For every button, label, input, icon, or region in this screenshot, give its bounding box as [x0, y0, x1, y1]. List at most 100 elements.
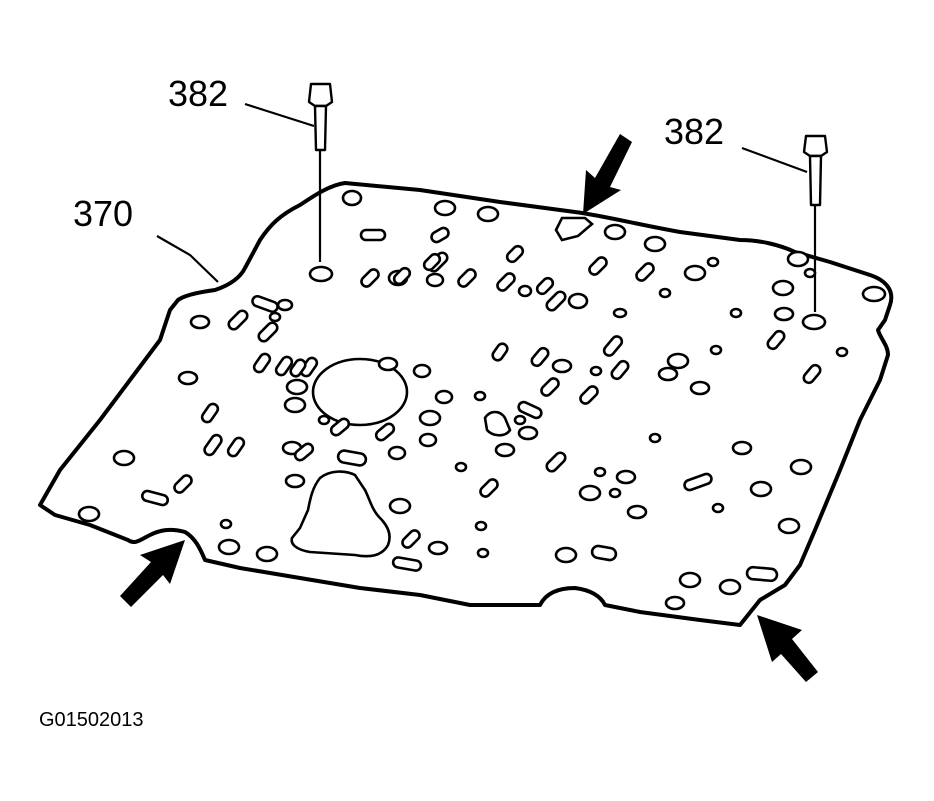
- plate-slot-hole: [545, 290, 567, 312]
- plate-slot-hole: [590, 544, 618, 562]
- plate-round-hole: [434, 389, 454, 405]
- plate-round-hole: [517, 284, 533, 298]
- plate-slot-hole: [517, 400, 543, 420]
- bolt-right: [802, 134, 829, 312]
- plate-slot-hole: [530, 346, 550, 368]
- plate-slot-hole: [140, 489, 170, 507]
- plate-round-hole: [718, 578, 742, 596]
- plate-slot-hole: [391, 556, 423, 572]
- plate-round-hole: [255, 545, 279, 563]
- plate-round-hole: [593, 466, 607, 478]
- plate-round-hole: [615, 469, 637, 485]
- plate-round-hole: [554, 546, 578, 564]
- plate-round-hole: [578, 484, 602, 502]
- plate-slot-hole: [226, 436, 246, 458]
- bolt-hole-left: [308, 265, 334, 283]
- plate-round-hole: [427, 540, 449, 556]
- plate-slot-hole: [540, 377, 560, 397]
- plate-round-hole: [341, 189, 363, 207]
- plate-round-hole: [418, 409, 442, 427]
- plate-slot-hole: [257, 321, 279, 343]
- plate-round-hole: [689, 380, 711, 396]
- plate-slot-hole: [200, 402, 220, 424]
- plate-round-hole: [112, 449, 136, 467]
- plate-round-hole: [608, 487, 622, 499]
- arrow-icon: [757, 615, 818, 682]
- plate-slot-hole: [766, 329, 786, 351]
- plate-round-hole: [476, 547, 490, 559]
- plate-round-hole: [658, 287, 672, 299]
- plate-slot-hole: [329, 417, 351, 437]
- label-bolt-right: 382: [664, 111, 724, 152]
- plate-slot-hole: [479, 478, 499, 498]
- plate-round-hole: [771, 279, 795, 297]
- plate-round-hole: [473, 390, 487, 402]
- bolt-right-head: [802, 134, 829, 158]
- plate-round-hole: [276, 298, 294, 312]
- plate-round-hole: [388, 497, 412, 515]
- plate-slot-hole: [374, 422, 396, 442]
- plate-round-hole: [861, 285, 887, 303]
- plate-slot-hole: [360, 268, 380, 288]
- plate-slot-hole: [683, 472, 713, 492]
- plate-slot-hole: [274, 355, 294, 377]
- plate-slot-hole: [602, 335, 624, 357]
- plate-round-hole: [709, 344, 723, 356]
- plate-round-hole: [217, 538, 241, 556]
- plate-slot-hole: [293, 442, 315, 462]
- plate-round-hole: [476, 205, 500, 223]
- plate-round-hole: [418, 432, 438, 448]
- spacer-plate-outline: [38, 181, 894, 627]
- bolt-left: [307, 82, 334, 262]
- arrow-icon: [120, 540, 185, 607]
- arrow-icon: [583, 134, 632, 214]
- bolt-right-shank: [808, 154, 823, 207]
- plate-slot-hole: [802, 363, 822, 385]
- plate-round-hole: [683, 264, 707, 282]
- plate-slot-hole: [491, 342, 509, 362]
- plate-slot-hole: [745, 565, 779, 583]
- plate-slot-hole: [173, 474, 193, 494]
- plate-slot-hole: [430, 226, 450, 244]
- plate-round-hole: [77, 505, 101, 523]
- plate-slot-hole: [422, 252, 442, 272]
- plate-round-hole: [777, 517, 801, 535]
- plate-slot-hole: [336, 449, 368, 467]
- plate-round-hole: [433, 199, 457, 217]
- plate-round-hole: [317, 414, 331, 426]
- plate-top-notch: [554, 216, 594, 242]
- plate-round-hole: [567, 292, 589, 310]
- plate-round-hole: [643, 235, 667, 253]
- plate-round-hole: [284, 473, 306, 489]
- label-plate: 370: [73, 193, 133, 234]
- bolt-left-shank: [313, 104, 328, 152]
- plate-round-hole: [706, 256, 720, 268]
- round-hole-group: [77, 189, 887, 611]
- bolt-hole-right: [801, 313, 827, 331]
- plate-slot-hole: [203, 433, 223, 457]
- plate-round-hole: [268, 311, 282, 323]
- plate-round-hole: [551, 358, 573, 374]
- plate-slot-hole: [457, 268, 477, 288]
- plate-round-hole: [626, 504, 648, 520]
- plate-center-hole: [311, 357, 409, 427]
- plate-slot-hole: [392, 266, 412, 286]
- plate-round-hole: [657, 366, 679, 382]
- leader-382-right: [741, 146, 808, 174]
- slot-hole-group: [140, 226, 822, 583]
- plate-slot-hole: [251, 294, 279, 314]
- plate-round-hole: [377, 356, 399, 372]
- plate-slot-hole: [535, 276, 555, 296]
- plate-round-hole: [786, 250, 810, 268]
- plate-lower-cutout: [290, 470, 391, 558]
- plate-center-slot: [483, 410, 512, 437]
- plate-round-hole: [494, 442, 516, 458]
- plate-round-hole: [789, 458, 813, 476]
- plate-slot-hole: [610, 359, 630, 381]
- plate-round-hole: [513, 414, 527, 426]
- plate-slot-hole: [545, 451, 567, 473]
- plate-round-hole: [603, 223, 627, 241]
- plate-round-hole: [474, 520, 488, 532]
- plate-slot-hole: [227, 309, 249, 331]
- plate-round-hole: [387, 445, 407, 461]
